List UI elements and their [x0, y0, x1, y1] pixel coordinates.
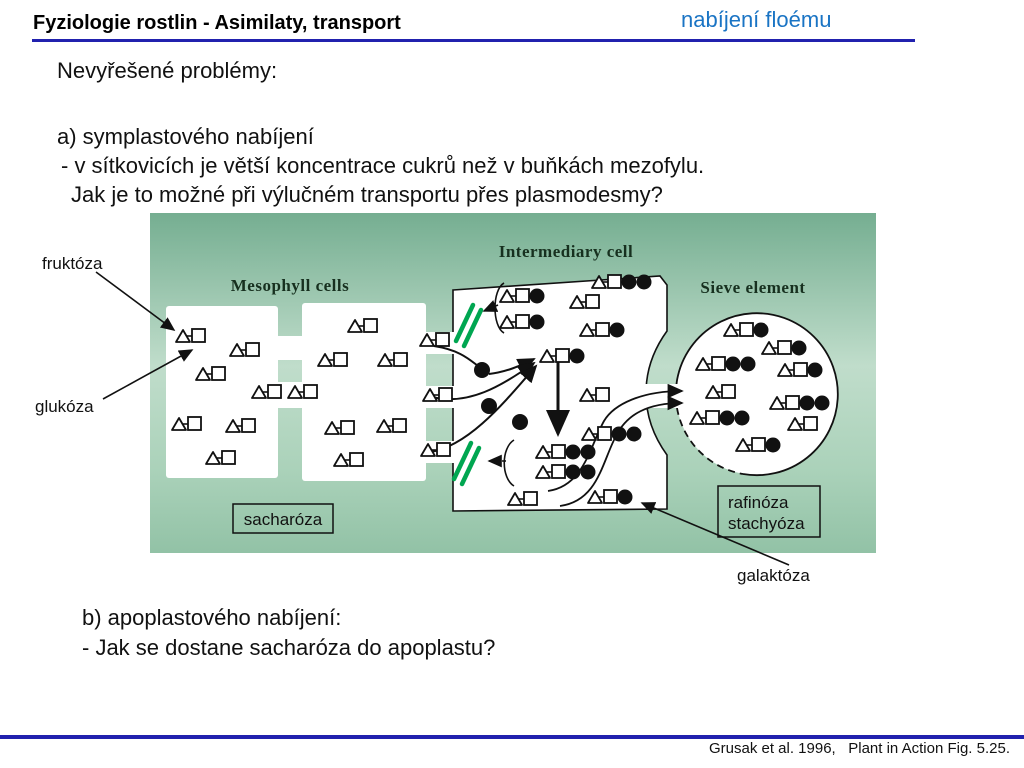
- sieve-element-outline: [674, 312, 839, 477]
- sugar-molecule: [761, 340, 807, 356]
- sucrose-box-label: sacharóza: [244, 510, 323, 529]
- bracket-top-arrow: [482, 300, 499, 312]
- galactose-circle: [481, 398, 497, 414]
- sugar-molecule: [229, 342, 260, 357]
- plasmodesma-channel: [272, 336, 308, 360]
- sugar-molecule: [324, 420, 355, 435]
- sugar-molecule: [587, 489, 633, 505]
- glucose-arrow: [102, 349, 194, 400]
- sieve-element-label: Sieve element: [700, 278, 805, 297]
- sucrose-box: [232, 503, 334, 534]
- stachyose-label: stachyóza: [728, 514, 805, 533]
- glucose-label: glukóza: [35, 397, 94, 416]
- sugar-molecule: [769, 395, 830, 411]
- problem-a-line2: Jak je to možné při výlučném transportu …: [71, 182, 663, 207]
- sugar-molecule: [419, 332, 450, 347]
- sugar-molecule: [420, 442, 451, 457]
- sugar-molecule: [579, 322, 625, 338]
- galactose-circle: [512, 414, 528, 430]
- sugar-molecule: [535, 464, 596, 480]
- sieve-element-outline-dashed: [676, 407, 744, 475]
- flow-curve: [433, 345, 479, 367]
- sugar-molecule: [376, 418, 407, 433]
- sugar-molecule: [735, 437, 781, 453]
- mesophyll-cell-2: [302, 303, 426, 481]
- sugar-molecule: [377, 352, 408, 367]
- sugar-molecule: [695, 356, 756, 372]
- sugar-molecule: [317, 352, 348, 367]
- raffinose-label: rafinóza: [728, 493, 789, 512]
- sugar-molecule: [287, 384, 318, 399]
- slide-topic: nabíjení floému: [681, 7, 832, 32]
- sugar-molecule: [507, 491, 538, 506]
- sugar-molecule: [569, 294, 600, 309]
- flow-curve: [488, 358, 536, 375]
- mesophyll-cells-label: Mesophyll cells: [231, 276, 349, 295]
- sugar-molecule: [689, 410, 750, 426]
- sugar-molecule: [535, 444, 596, 460]
- sugar-molecule: [591, 274, 652, 290]
- plasmodesma-slash-icon: [451, 302, 484, 487]
- sugar-molecule: [347, 318, 378, 333]
- galactose-arrow: [640, 502, 790, 566]
- sieve-neck-opening: [643, 384, 705, 408]
- problem-a-block: a) symplastového nabíjení - v sítkovicíc…: [57, 122, 704, 209]
- sugar-molecule: [225, 418, 256, 433]
- fructose-label: fruktóza: [42, 254, 103, 273]
- sugar-molecule: [333, 452, 364, 467]
- problem-a-title: a) symplastového nabíjení: [57, 124, 314, 149]
- sugar-molecule: [723, 322, 769, 338]
- molecule-layer: [171, 274, 830, 506]
- sugar-molecule: [422, 387, 453, 402]
- problem-b-title: b) apoplastového nabíjení:: [82, 605, 342, 630]
- sugar-molecule: [777, 362, 823, 378]
- sugar-molecule: [205, 450, 236, 465]
- fructose-arrow: [95, 271, 176, 331]
- intermediary-cell-label: Intermediary cell: [499, 242, 634, 261]
- galactose-circle: [474, 362, 490, 378]
- problems-intro: Nevyřešené problémy:: [57, 58, 278, 83]
- footer-rule: [0, 735, 1024, 739]
- sugar-molecule: [539, 348, 585, 364]
- sugar-molecule: [171, 416, 202, 431]
- problem-b-block: b) apoplastového nabíjení: - Jak se dost…: [82, 603, 495, 663]
- problem-a-line1: - v sítkovicích je větší koncentrace cuk…: [61, 153, 705, 178]
- galactose-label: galaktóza: [737, 566, 810, 585]
- sugar-molecule: [705, 384, 736, 399]
- sugar-molecule: [499, 314, 545, 330]
- bracket-bottom: [503, 439, 515, 487]
- sugar-molecule: [175, 328, 206, 343]
- header-rule: [32, 39, 915, 42]
- slide-title: Fyziologie rostlin - Asimilaty, transpor…: [33, 12, 401, 34]
- phloem-loading-figure: Mesophyll cells Intermediary cell Sieve …: [35, 213, 876, 585]
- sugar-molecule: [579, 387, 610, 402]
- sugar-molecule: [195, 366, 226, 381]
- citation: Grusak et al. 1996, Plant in Action Fig.…: [708, 740, 1010, 757]
- sugar-molecule: [787, 416, 818, 431]
- sugar-molecule: [251, 384, 282, 399]
- sugar-molecule: [499, 288, 545, 304]
- problem-b-line1: - Jak se dostane sacharóza do apoplastu?: [82, 635, 496, 660]
- raffinose-stachyose-box: [717, 485, 821, 538]
- sugar-molecule: [581, 426, 642, 442]
